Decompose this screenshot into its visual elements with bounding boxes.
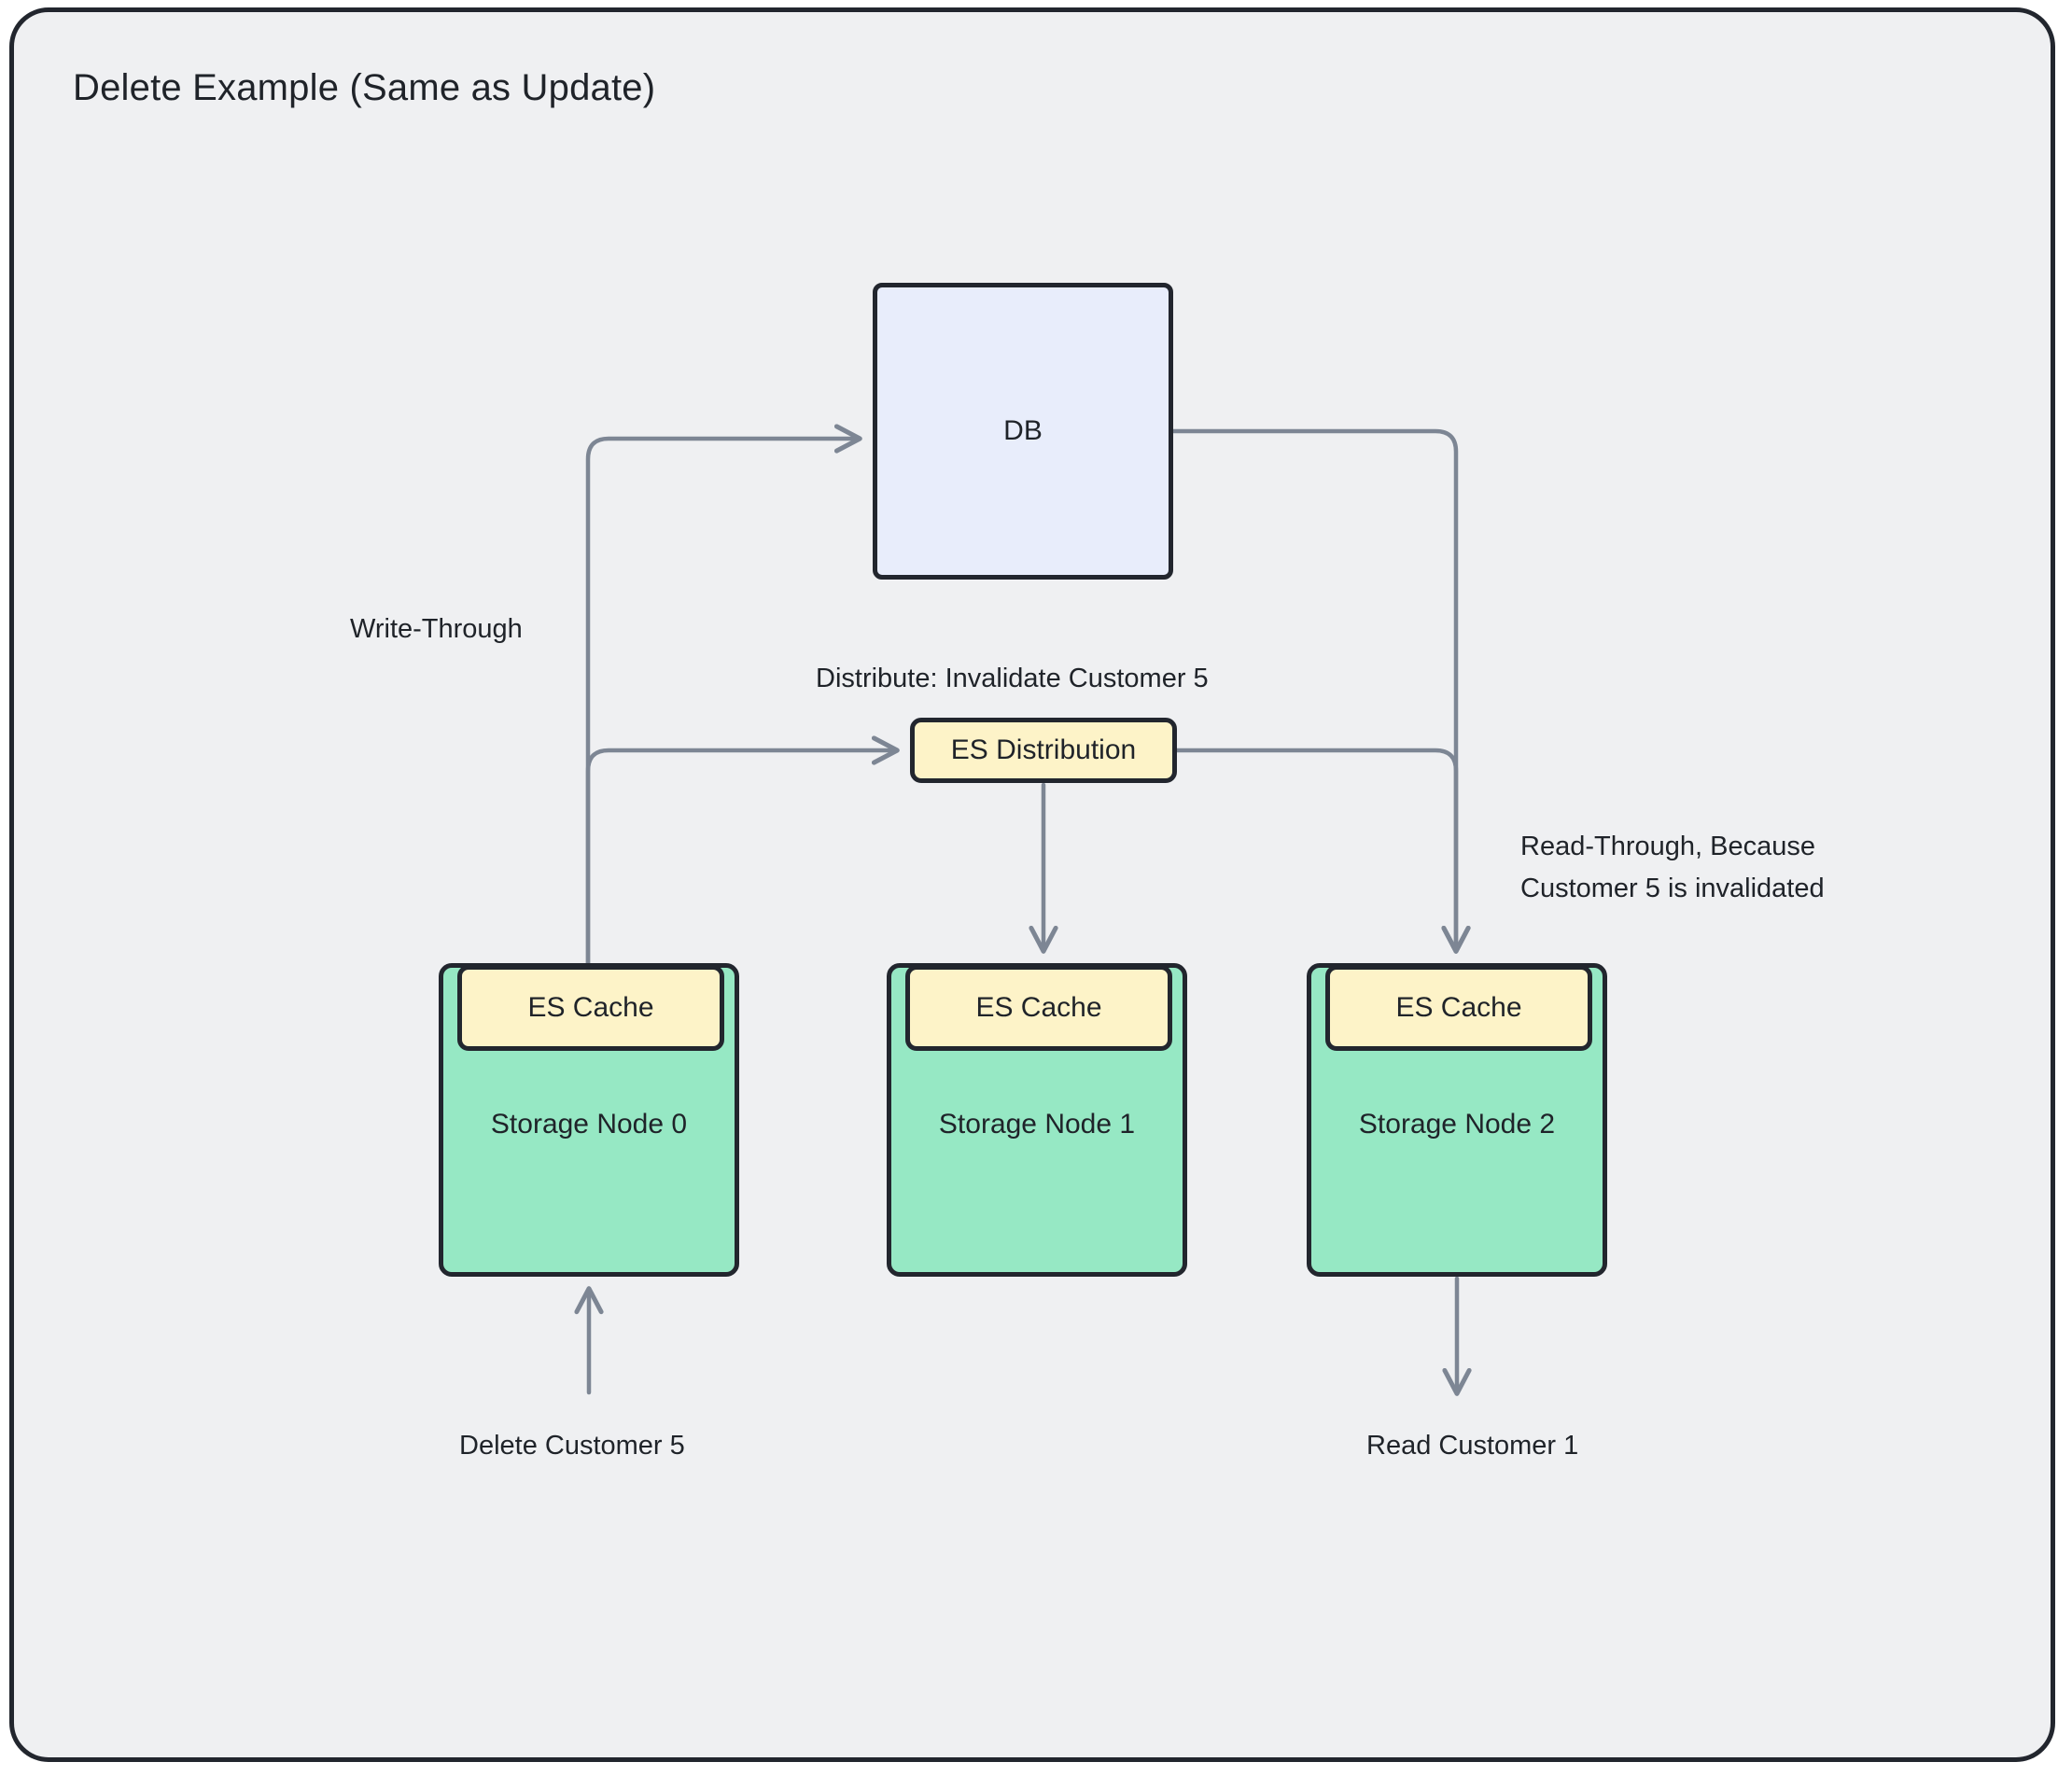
node-db[interactable]: DB [873,283,1173,580]
node-es-distribution-label: ES Distribution [950,734,1137,765]
node-es-cache-0-label: ES Cache [527,992,654,1023]
edge-label-read-through-line1: Read-Through, Because [1520,832,1815,861]
node-db-label: DB [1003,415,1043,446]
edge-label-write-through: Write-Through [350,614,523,644]
node-es-distribution[interactable]: ES Distribution [910,718,1177,783]
page-title: Delete Example (Same as Update) [73,67,656,108]
edge-label-read-through: Read-Through, Because Customer 5 is inva… [1520,826,1825,910]
node-es-cache-1[interactable]: ES Cache [905,965,1172,1051]
node-storage-node-0[interactable]: ES Cache Storage Node 0 [439,963,739,1277]
node-storage-node-0-label: Storage Node 0 [490,1109,688,1140]
node-storage-node-1-label: Storage Node 1 [938,1109,1136,1140]
node-es-cache-2[interactable]: ES Cache [1325,965,1592,1051]
node-storage-node-1[interactable]: ES Cache Storage Node 1 [887,963,1187,1277]
node-es-cache-1-label: ES Cache [975,992,1102,1023]
node-storage-node-2[interactable]: ES Cache Storage Node 2 [1307,963,1607,1277]
edge-label-read-through-line2: Customer 5 is invalidated [1520,874,1825,903]
edge-label-delete-customer: Delete Customer 5 [459,1431,685,1461]
node-es-cache-0[interactable]: ES Cache [457,965,724,1051]
edge-label-read-customer: Read Customer 1 [1366,1431,1579,1461]
node-es-cache-2-label: ES Cache [1395,992,1522,1023]
edge-label-distribute: Distribute: Invalidate Customer 5 [816,664,1209,693]
node-storage-node-2-label: Storage Node 2 [1358,1109,1556,1140]
